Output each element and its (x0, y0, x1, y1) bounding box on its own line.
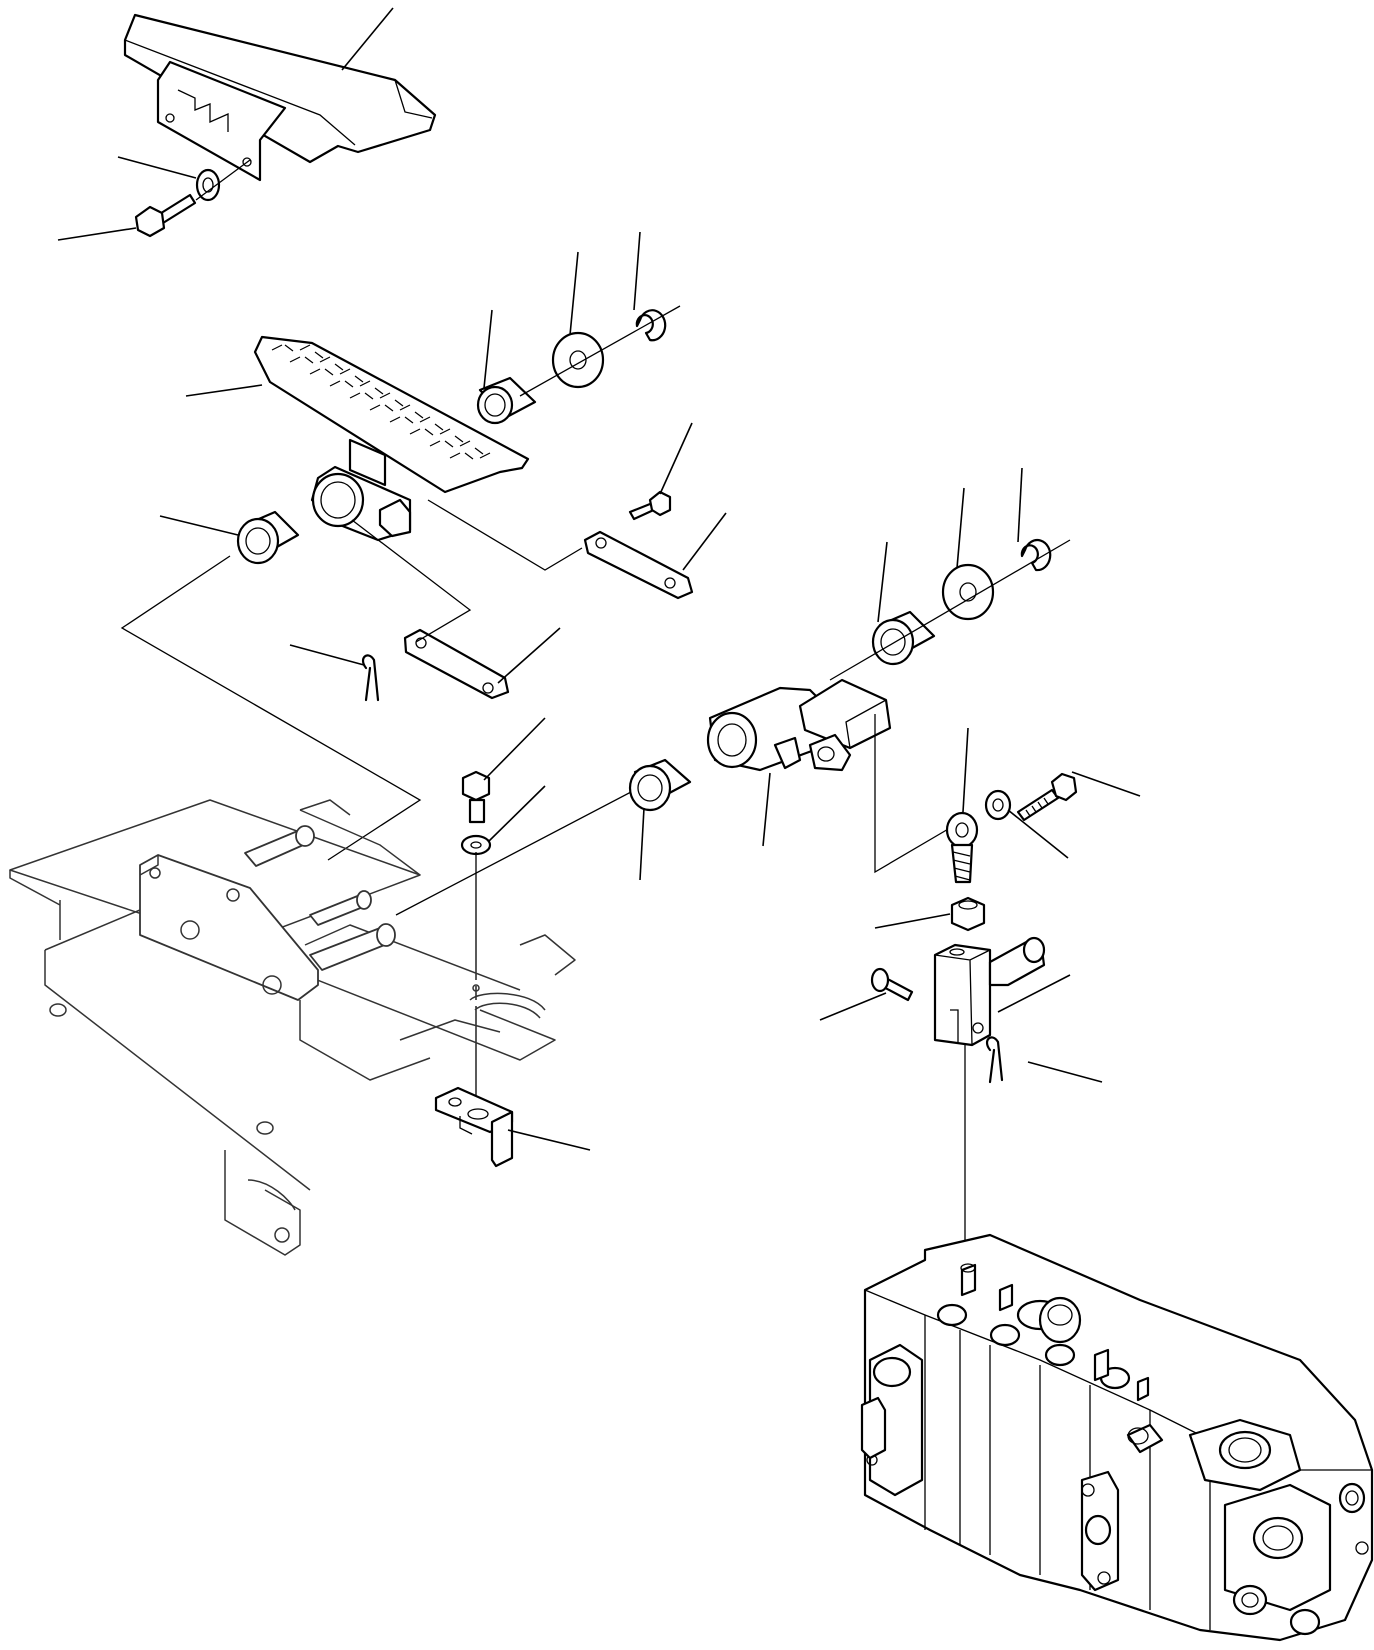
bolt-part (1016, 772, 1078, 822)
cotter-pin-part (985, 1036, 1004, 1084)
washer-part (551, 331, 605, 389)
leader-washer-mid (487, 785, 546, 843)
leader-bushing-pedal-left (159, 515, 239, 536)
bolt-part (461, 770, 491, 824)
pin-part (870, 967, 914, 1002)
washer-part (941, 563, 995, 621)
leader-washer-top (117, 156, 197, 179)
washer-part (460, 834, 492, 856)
washer-part (984, 789, 1012, 821)
leader-snap-ring-pedal (633, 231, 641, 311)
axis-pedal-upper (519, 305, 681, 397)
route-line (874, 714, 951, 874)
snap-ring-part (1020, 538, 1052, 572)
link-plate-part (403, 628, 510, 700)
leader-pin (819, 992, 887, 1021)
bolt-part (134, 193, 197, 238)
leader-pedal (185, 384, 263, 397)
bracket-part (434, 1086, 514, 1168)
leader-cover (341, 7, 394, 71)
leader-link-plate-right (682, 512, 727, 571)
nut-part (950, 896, 986, 932)
bushing-part (236, 510, 300, 565)
link-plate-part (583, 530, 694, 600)
route-line (427, 499, 583, 571)
route-line (120, 555, 422, 861)
cotter-pin-part (361, 654, 380, 702)
pedal-part (253, 335, 530, 542)
route-line (351, 519, 472, 643)
control-valve-part (860, 1233, 1374, 1642)
cover-part (123, 13, 437, 182)
axis-top-bolt (195, 159, 251, 201)
washer-part (195, 168, 221, 202)
leader-cotter-pin-right (1027, 1061, 1103, 1083)
bushing-part (628, 758, 692, 812)
screw-part (628, 490, 672, 521)
bushing-part (476, 376, 537, 425)
axis-right-upper (829, 539, 1071, 681)
leader-bushing-top (483, 309, 493, 389)
leader-bushing-right-low (639, 807, 645, 881)
leader-washer-right (956, 487, 965, 569)
axis-frame-shaft (395, 781, 651, 916)
floor-frame-part (9, 799, 576, 1256)
leader-bolt-top (57, 227, 137, 241)
leader-washer-right-bolt (1007, 809, 1069, 859)
bushing-part (871, 610, 936, 666)
leader-snap-ring-right (1017, 467, 1023, 543)
leader-bolt-right (1071, 771, 1141, 797)
rod-end-part (945, 811, 979, 884)
leader-cotter-pin-left (289, 644, 365, 666)
leader-washer-pedal (569, 251, 579, 336)
clevis-part (933, 936, 1046, 1047)
leader-clevis (997, 974, 1071, 1013)
leader-link-plate-left (497, 627, 561, 684)
leader-nut (874, 913, 951, 929)
leader-rod-end (962, 727, 969, 813)
pivot-block-part (706, 678, 892, 772)
leader-bolt-mid (483, 717, 546, 781)
leader-bracket (507, 1129, 591, 1151)
leader-bushing-right-top (877, 541, 888, 623)
leader-pivot-block (762, 772, 771, 847)
snap-ring-part (635, 309, 667, 342)
leader-screw (659, 422, 693, 495)
